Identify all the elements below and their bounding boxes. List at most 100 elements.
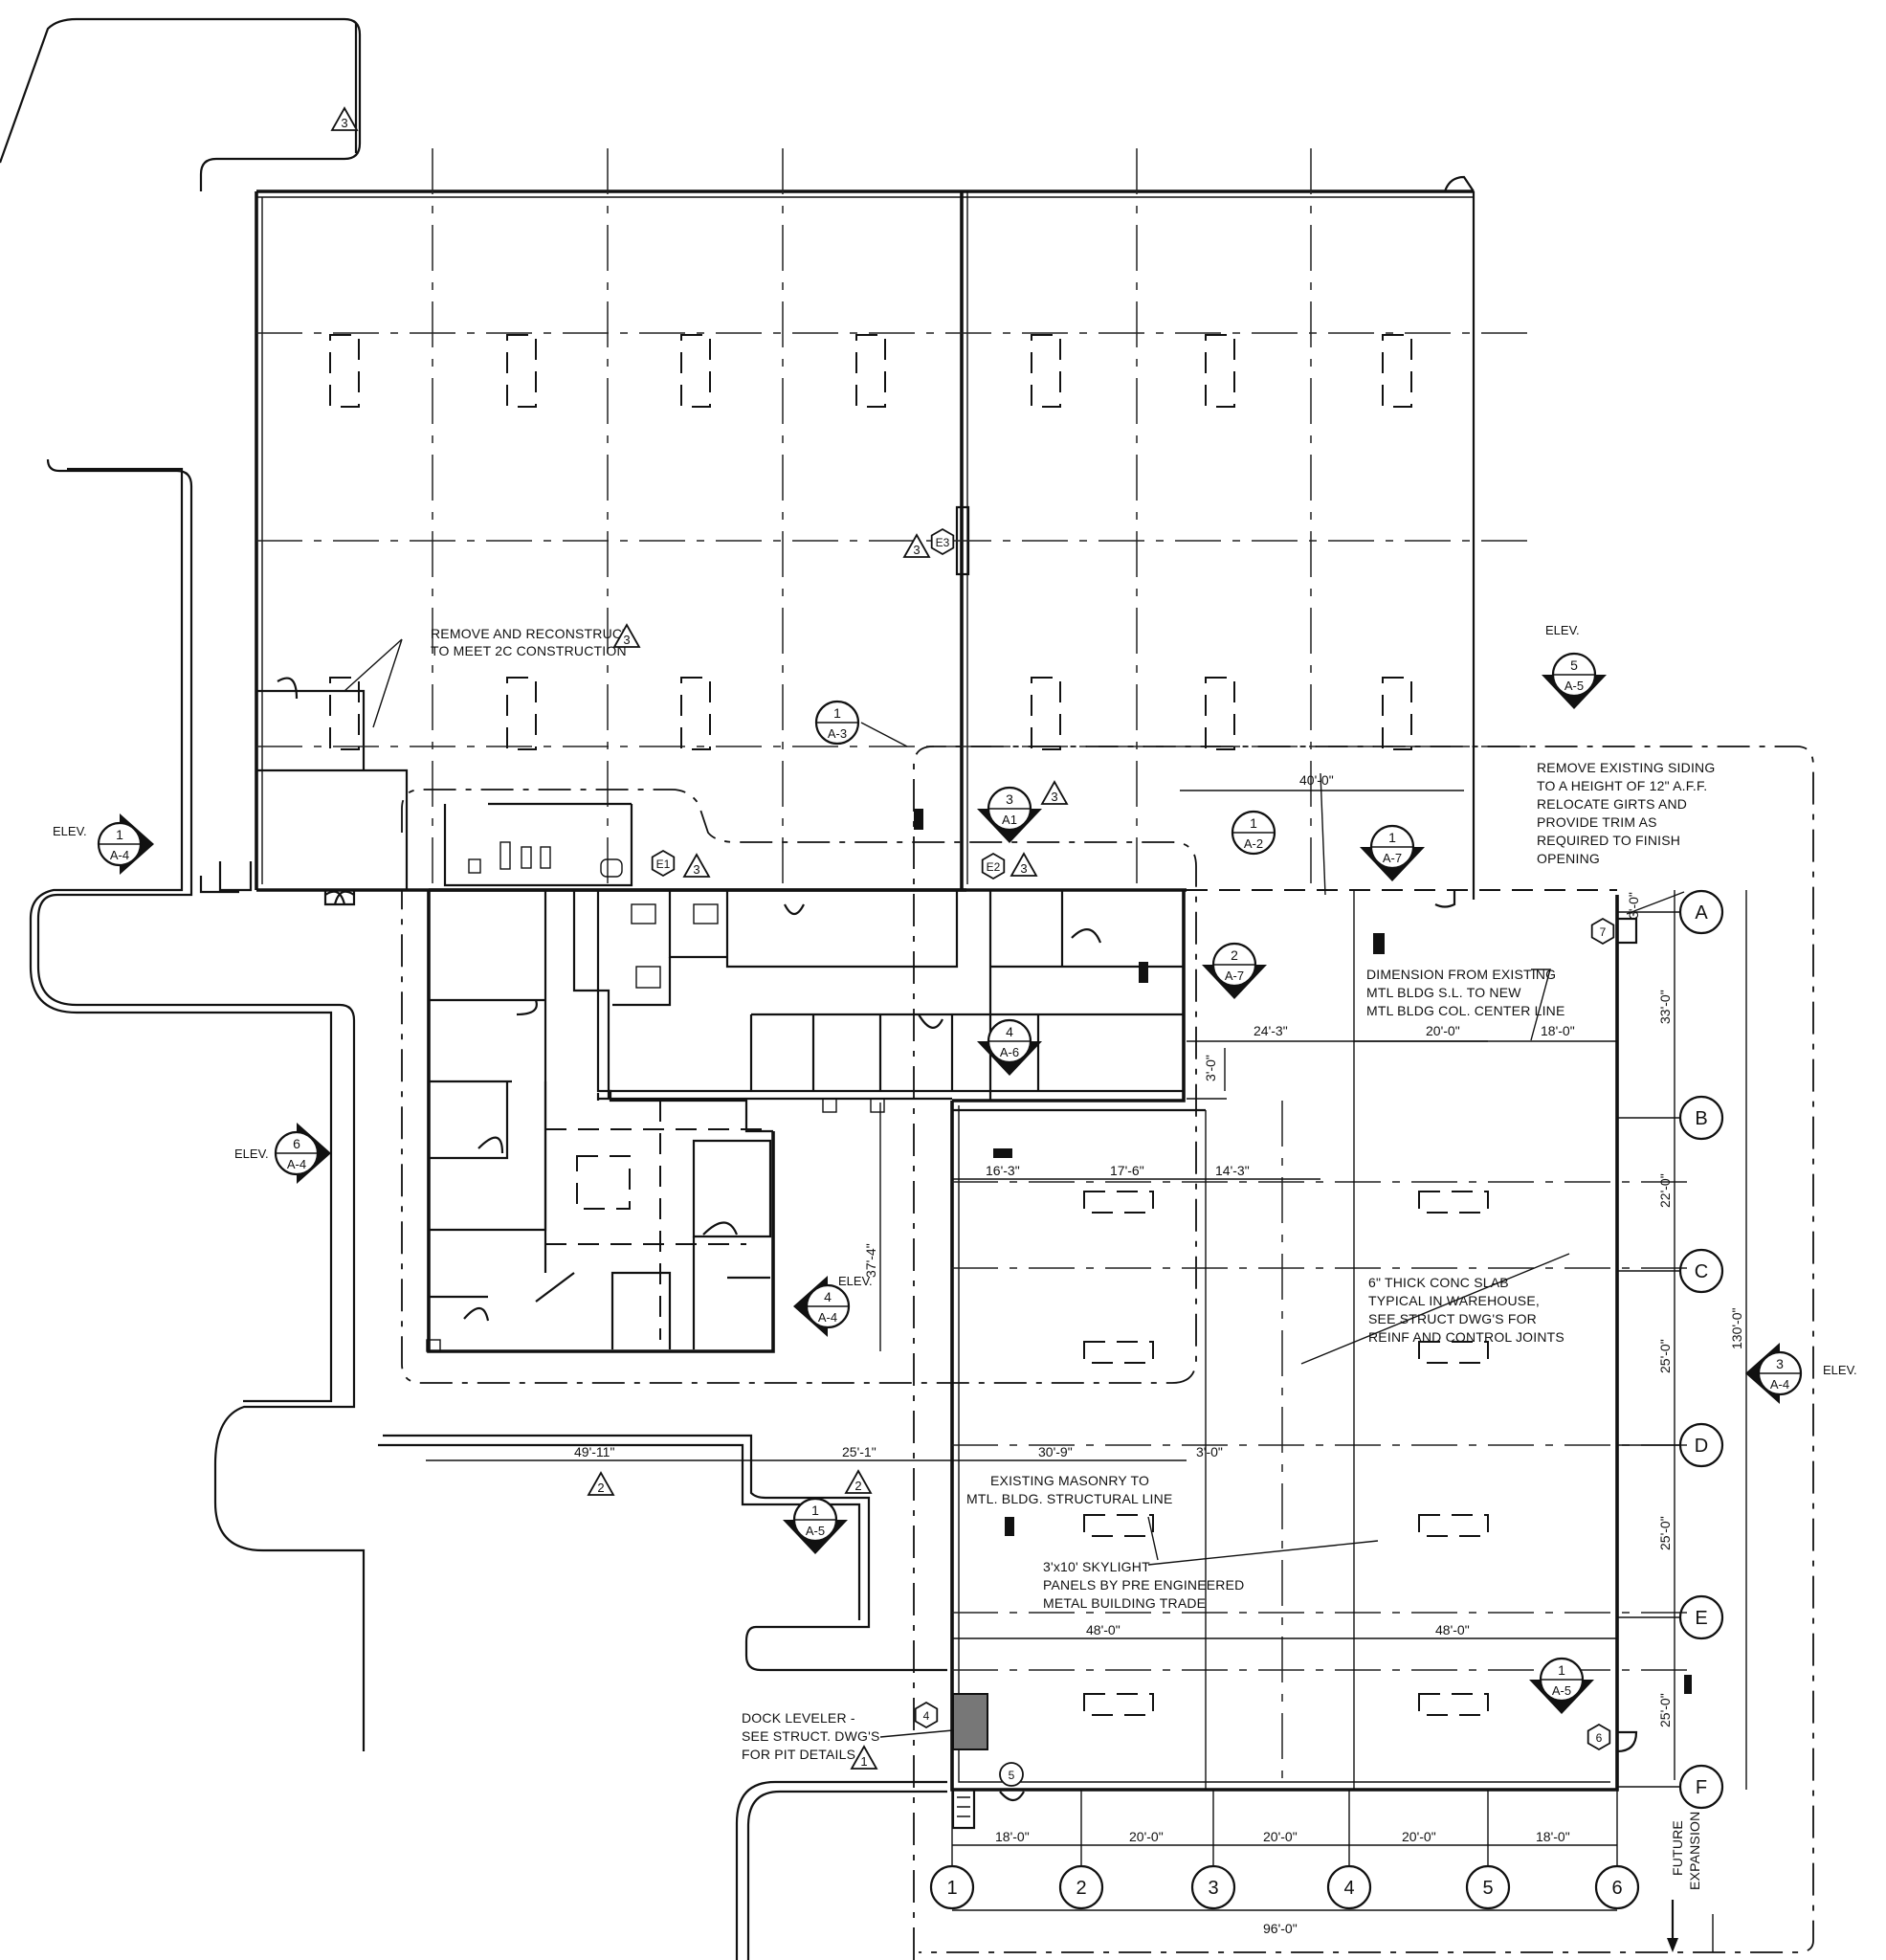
svg-text:TYPICAL IN WAREHOUSE,: TYPICAL IN WAREHOUSE,: [1368, 1293, 1540, 1308]
keynote-label: E3: [936, 536, 950, 549]
keynote-label: E1: [656, 858, 671, 871]
dim-label: 20'-0": [1402, 1829, 1436, 1844]
dim-label: 16'-3": [986, 1163, 1020, 1178]
svg-text:REMOVE EXISTING SIDING: REMOVE EXISTING SIDING: [1537, 760, 1715, 775]
grid-column-bubble: 4: [1326, 1790, 1372, 1910]
grid-row-label: C: [1695, 1261, 1708, 1282]
dim-label: 20'-0": [1129, 1829, 1164, 1844]
site-curbs: [0, 17, 947, 1960]
existing-warehouse: [255, 148, 1531, 900]
elev-label: ELEV.: [1823, 1363, 1857, 1377]
revision-number: 2: [854, 1479, 861, 1493]
keynote-label: E2: [987, 860, 1001, 874]
svg-text:MTL BLDG S.L. TO NEW: MTL BLDG S.L. TO NEW: [1366, 985, 1521, 1000]
annotation-notes: REMOVE AND RECONSTRUCT TO MEET 2C CONSTR…: [431, 626, 1715, 1952]
grid-row-label: A: [1695, 902, 1708, 924]
grid-column-label: 6: [1611, 1878, 1622, 1899]
dim-label: 22'-0": [1657, 1173, 1673, 1208]
elev-label: ELEV.: [53, 824, 87, 838]
keynote-label: 4: [923, 1709, 930, 1723]
keynote-e2: E2: [981, 852, 1006, 880]
marker-sheet: A-4: [110, 848, 129, 862]
note-line: TO A HEIGHT OF 12" A.F.F.: [1537, 778, 1707, 793]
grid-row-bubble: B: [1617, 1095, 1724, 1141]
dim-label: 25'-0": [1657, 1693, 1673, 1727]
dim-label: 18'-0": [1541, 1023, 1575, 1038]
marker-elev-1-a4: 1A-4: [97, 813, 154, 875]
dimension-labels: 40'-0" 24'-3" 20'-0" 18'-0" 3'-0" 16'-3"…: [574, 772, 1744, 1936]
grid-column-label: 4: [1343, 1878, 1354, 1899]
revision-number: 3: [623, 633, 630, 647]
marker-number: 1: [1250, 815, 1257, 831]
grid-column-label: 5: [1482, 1878, 1493, 1899]
marker-number: 1: [1388, 830, 1396, 845]
elevation-labels: ELEV. ELEV. ELEV. ELEV. ELEV.: [53, 623, 1857, 1377]
svg-text:OPENING: OPENING: [1537, 851, 1600, 866]
dim-label: 96'-0": [1263, 1921, 1298, 1936]
grid-column-label: 3: [1208, 1878, 1218, 1899]
future-expansion-label: FUTURE: [1670, 1820, 1685, 1876]
svg-text:REQUIRED TO FINISH: REQUIRED TO FINISH: [1537, 833, 1680, 848]
dim-label: 130'-0": [1729, 1308, 1744, 1349]
revision-number: 2: [597, 1481, 604, 1495]
revision-triangle: 3: [682, 853, 711, 878]
svg-text:6" THICK CONC SLAB: 6" THICK CONC SLAB: [1368, 1275, 1509, 1290]
revision-triangle: 2: [844, 1469, 873, 1494]
note-line: EXISTING MASONRY TO: [990, 1473, 1149, 1488]
svg-text:DIMENSION FROM EXISTING: DIMENSION FROM EXISTING: [1366, 967, 1556, 982]
dim-label: 25'-0": [1657, 1339, 1673, 1373]
marker-sheet: A-5: [1552, 1683, 1571, 1698]
dim-label: 17'-6": [1110, 1163, 1144, 1178]
note-line: DOCK LEVELER -: [742, 1710, 855, 1726]
note-line: DIMENSION FROM EXISTING: [1366, 967, 1556, 982]
note-line: PROVIDE TRIM AS: [1537, 814, 1657, 830]
grid-column-bubbles: 1 2 3 4 5 6: [929, 1790, 1640, 1910]
grid-column-bubble: 2: [1058, 1790, 1104, 1910]
note-line: REQUIRED TO FINISH: [1537, 833, 1680, 848]
grid-row-bubble: F: [1617, 1764, 1724, 1810]
note-line: MTL. BLDG. STRUCTURAL LINE: [966, 1491, 1173, 1506]
marker-sheet: A-2: [1244, 836, 1263, 851]
keynote-k4: 4: [914, 1701, 939, 1729]
marker-sheet: A-4: [1770, 1377, 1789, 1392]
marker-sect-3-a1: 3A1: [977, 786, 1042, 843]
future-expansion-label: EXPANSION: [1687, 1812, 1702, 1890]
marker-sect-4-a6: 4A-6: [977, 1018, 1042, 1076]
dim-label: 24'-3": [1254, 1023, 1288, 1038]
revision-triangle: 3: [612, 623, 641, 648]
keynote-label: 6: [1596, 1731, 1603, 1745]
revision-number: 3: [693, 862, 699, 877]
svg-text:REMOVE AND RECONSTRUCT: REMOVE AND RECONSTRUCT: [431, 626, 631, 641]
note-line: TYPICAL IN WAREHOUSE,: [1368, 1293, 1540, 1308]
grid-row-label: F: [1696, 1777, 1707, 1798]
note-line: REMOVE AND RECONSTRUCT: [431, 626, 631, 641]
note-line: TO MEET 2C CONSTRUCTION: [431, 643, 627, 658]
marker-number: 4: [1006, 1024, 1013, 1039]
keynote-label: 7: [1600, 925, 1607, 939]
marker-sect-1-a5-right: 1A-5: [1529, 1657, 1594, 1714]
marker-elev-6-a4: 6A-4: [274, 1123, 331, 1184]
dim-label: 48'-0": [1086, 1622, 1121, 1637]
note-line: REMOVE EXISTING SIDING: [1537, 760, 1715, 775]
grid-row-bubble: C: [1617, 1248, 1724, 1294]
revision-number: 3: [1020, 861, 1027, 876]
marker-sheet: A-5: [806, 1524, 825, 1538]
grid-column-bubble: 1: [929, 1790, 975, 1910]
dim-label: 18'-0": [1536, 1829, 1570, 1844]
note-line: PANELS BY PRE ENGINEERED: [1043, 1577, 1244, 1592]
revision-triangle: 3: [1010, 852, 1038, 877]
grid-column-label: 1: [946, 1878, 957, 1899]
marker-sect-1-a5-left: 1A-5: [783, 1497, 848, 1554]
revision-triangle: 1: [850, 1745, 878, 1770]
marker-sect-1-a3: 1A-3: [814, 700, 860, 746]
keynote-tags: E1 E2 E3 4 5 6 7: [651, 527, 1615, 1787]
revision-number: 1: [860, 1754, 867, 1769]
note-line: FOR PIT DETAILS: [742, 1747, 855, 1762]
elev-label: ELEV.: [838, 1274, 873, 1288]
marker-number: 4: [824, 1289, 832, 1304]
dim-label: 20'-0": [1426, 1023, 1460, 1038]
keynote-label: 5: [1009, 1769, 1015, 1782]
grid-row-label: B: [1695, 1108, 1707, 1129]
marker-number: 1: [116, 827, 123, 842]
